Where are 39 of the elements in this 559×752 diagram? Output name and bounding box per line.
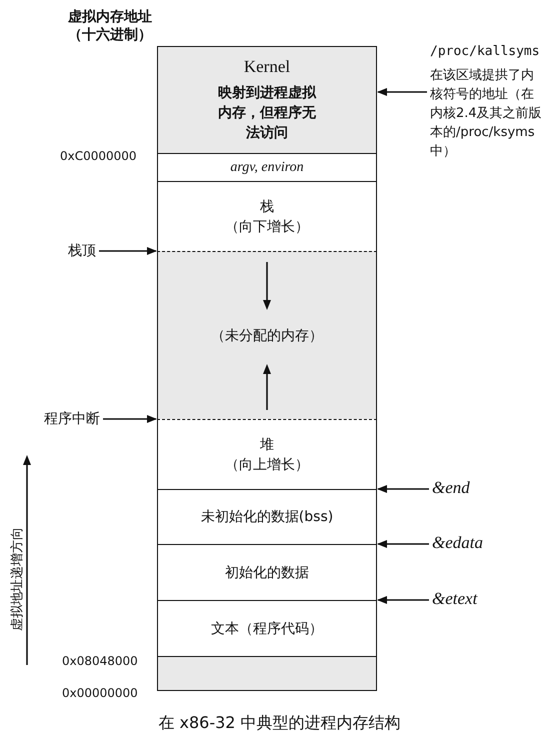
memory-segment [157,181,377,251]
axis-heading: 虚拟内存地址（十六进制） [67,8,153,44]
segment-label: 文本（程序代码） [211,620,323,638]
file-path-label: /proc/kallsyms [430,43,540,61]
arrow [103,415,157,423]
segment-label: （向下增长） [225,218,309,236]
arrow [377,485,429,493]
address-label: 0x00000000 [62,685,138,702]
pointer-label: 栈顶 [68,242,96,260]
segment-label: （未分配的内存） [211,326,323,346]
memory-segment [157,419,377,489]
pointer-label: &end [432,479,470,497]
memory-segment [157,251,377,419]
arrow [99,247,157,255]
pointer-label: 程序中断 [44,410,100,428]
note-text: 在该区域提拱了内核符号的地址（在内核2.4及其之前版本的/proc/ksyms中） [430,67,543,161]
memory-segment [157,489,377,544]
segment-label: （向上增长） [225,456,309,474]
segment-label: 堆 [260,436,274,454]
caption: 在 x86-32 中典型的进程内存结构 [157,712,402,734]
address-label: 0x08048000 [62,653,138,670]
address-label: 0xC0000000 [60,148,137,165]
segment-label: 映射到进程虚拟内存，但程序无法访问 [217,84,318,143]
segment-label: 初始化的数据 [225,564,309,582]
arrow [377,88,427,96]
segment-label: 栈 [260,198,274,216]
memory-segment [157,153,377,181]
arrow [377,540,429,548]
segment-label: Kernel [244,57,290,77]
segment-label: argv, environ [230,158,304,176]
memory-segment [157,656,377,691]
arrow [377,596,429,604]
segment-label: 未初始化的数据(bss) [200,508,334,527]
axis-label: 虚拟地址递增方向 [9,526,26,633]
memory-segment [157,600,377,656]
memory-segment [157,46,377,153]
pointer-label: &edata [432,534,483,552]
pointer-label: &etext [432,590,478,608]
memory-segment [157,544,377,600]
